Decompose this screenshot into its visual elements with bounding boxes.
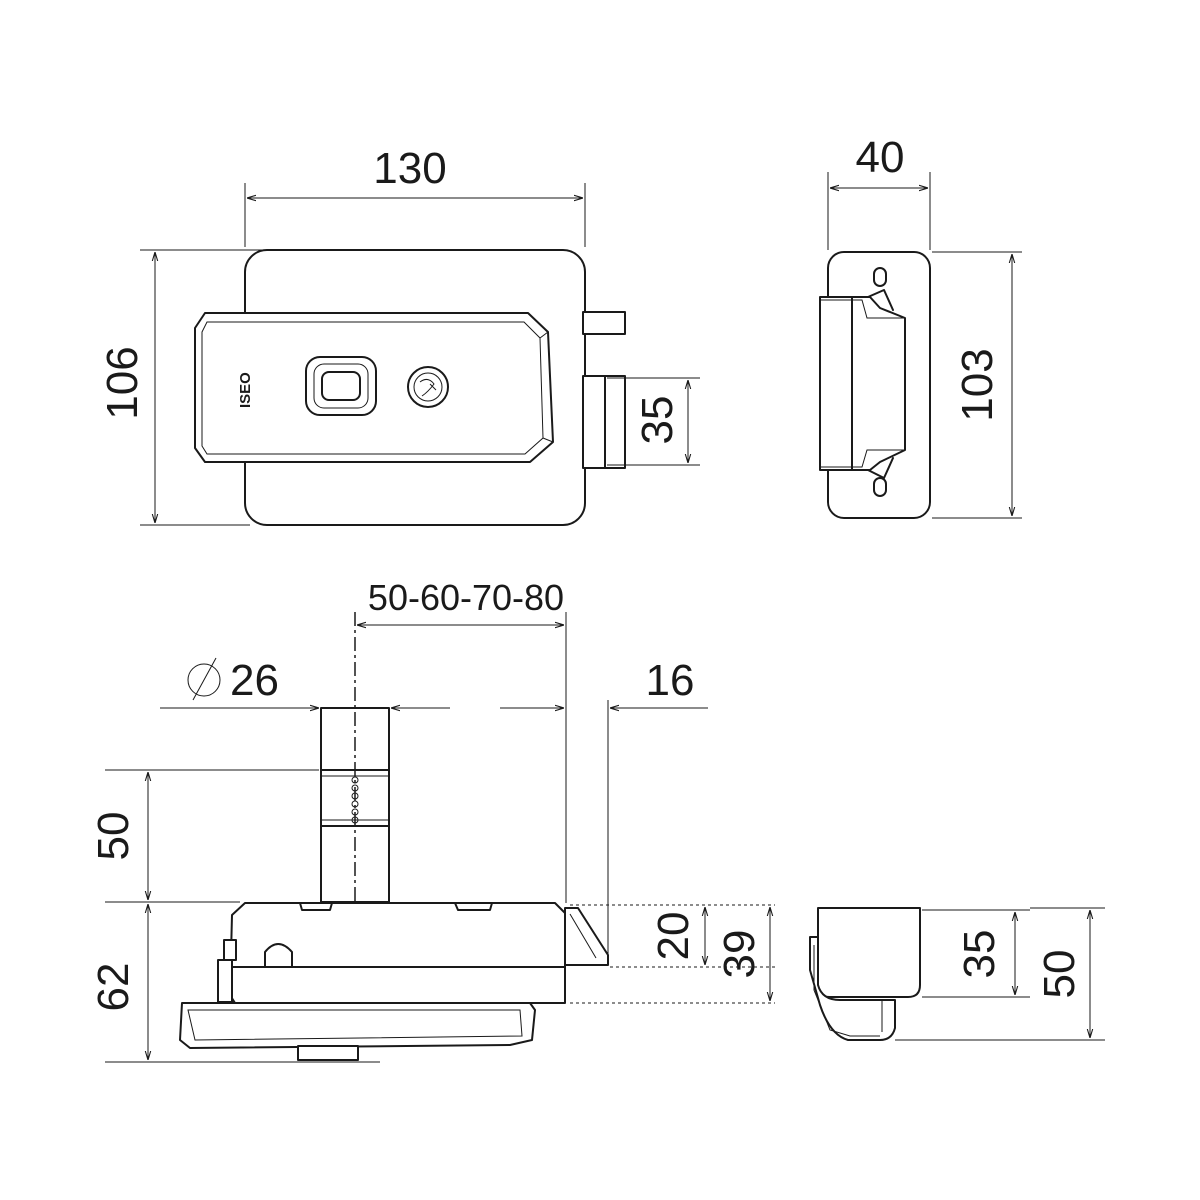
dim-width-40: 40 xyxy=(856,133,905,182)
iseo-logo: ISEO xyxy=(237,372,254,408)
dim-height-103: 103 xyxy=(953,348,1002,421)
dim-height-106: 106 xyxy=(98,346,147,419)
lock-case xyxy=(229,902,566,1004)
key-slot xyxy=(264,943,293,968)
dim-diameter-26: 26 xyxy=(230,656,279,705)
keeper-view: 35 50 xyxy=(809,907,1105,1041)
dim-width-130: 130 xyxy=(373,144,446,193)
front-view: ISEO 130 106 35 xyxy=(98,144,700,526)
dim-keeper-50: 50 xyxy=(1035,950,1084,999)
strike-box xyxy=(819,296,906,471)
dim-case-39: 39 xyxy=(715,930,764,979)
keeper-body xyxy=(817,907,921,998)
dim-offset-16: 16 xyxy=(646,656,695,705)
dim-cylinder-50: 50 xyxy=(89,812,138,861)
top-view: 50-60-70-80 26 16 50 62 20 xyxy=(89,577,775,1063)
dim-backset: 50-60-70-80 xyxy=(368,577,564,618)
lock-cover xyxy=(194,312,554,463)
latch-bolt xyxy=(582,311,626,335)
push-button xyxy=(305,356,377,416)
dim-keeper-35: 35 xyxy=(955,930,1004,979)
dim-bolt-20: 20 xyxy=(649,912,698,961)
dim-bolt-35: 35 xyxy=(633,396,682,445)
top-bolt xyxy=(564,907,609,966)
side-view: 40 103 xyxy=(819,133,1022,519)
key-cylinder xyxy=(407,366,449,408)
keeper-plate xyxy=(809,936,896,1041)
diameter-symbol xyxy=(187,657,221,701)
svg-text:ISEO: ISEO xyxy=(237,372,254,408)
dim-depth-62: 62 xyxy=(89,963,138,1012)
